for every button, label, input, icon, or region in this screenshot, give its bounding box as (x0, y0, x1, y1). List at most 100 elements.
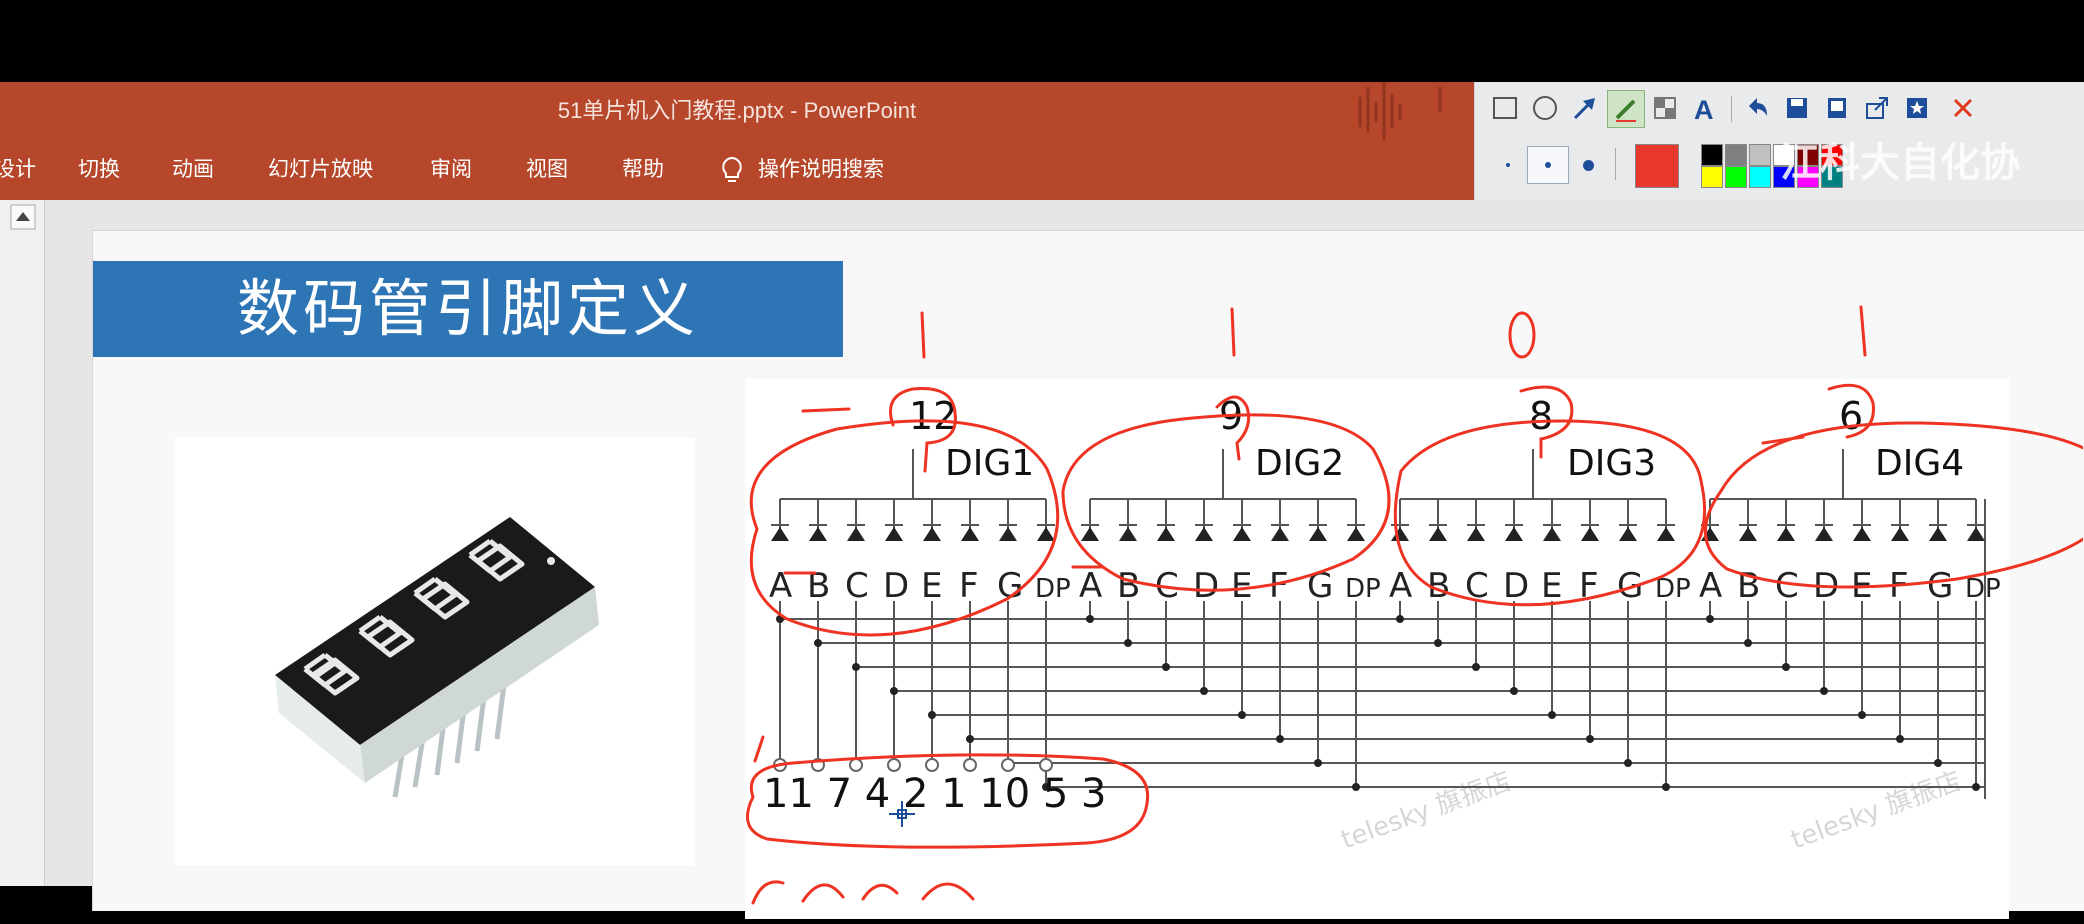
junction-dot (1434, 639, 1442, 647)
seven-segment-photo[interactable] (175, 437, 695, 865)
segment-label: F (959, 566, 979, 606)
rectangle-icon (1493, 97, 1517, 119)
tell-me-search[interactable]: 操作说明搜索 (718, 140, 884, 200)
color-swatch[interactable] (1773, 166, 1795, 188)
tab-transitions[interactable]: 切换 (78, 158, 120, 181)
toolbar-divider (1731, 96, 1732, 122)
color-swatch[interactable] (1797, 166, 1819, 188)
tab-slideshow[interactable]: 幻灯片放映 (268, 158, 373, 181)
segment-label: C (1775, 566, 1799, 606)
segment-label: B (807, 566, 830, 606)
brush-size-medium[interactable] (1527, 146, 1569, 184)
tab-review[interactable]: 审阅 (430, 158, 472, 181)
segment-label: A (769, 566, 792, 606)
diode-symbol (1815, 527, 1833, 541)
junction-dot (1896, 735, 1904, 743)
pen-tool[interactable] (1607, 90, 1645, 128)
diode-symbol (1853, 527, 1871, 541)
diode-symbol (923, 527, 941, 541)
junction-dot (1706, 615, 1714, 623)
dot-small-icon (1506, 163, 1510, 167)
window-title: 51单片机入门教程.pptx - PowerPoint (557, 98, 917, 123)
diode-symbol (1619, 527, 1637, 541)
color-swatch[interactable] (1821, 144, 1843, 166)
segment-label: G (997, 566, 1023, 606)
ellipse-tool[interactable] (1527, 90, 1563, 126)
annotation-toolbar: A (1474, 82, 2084, 200)
title-bar: 51单片机入门教程.pptx - PowerPoint (0, 82, 1474, 140)
undo-tool[interactable] (1739, 90, 1775, 126)
tab-help[interactable]: 帮助 (622, 158, 664, 181)
digit-label-4: DIG4 (1875, 443, 1964, 484)
diode-symbol (1233, 527, 1251, 541)
color-swatch[interactable] (1749, 166, 1771, 188)
digit-label-2: DIG2 (1255, 443, 1344, 484)
thumbnail-pane-scrollbar[interactable] (0, 200, 45, 886)
arrow-tool[interactable] (1567, 90, 1603, 126)
diode-symbol (1739, 527, 1757, 541)
segment-label: DP (1035, 574, 1071, 604)
brush-size-small[interactable] (1495, 152, 1521, 178)
color-swatch[interactable] (1821, 166, 1843, 188)
scroll-up-icon[interactable] (10, 204, 36, 230)
color-swatch[interactable] (1773, 144, 1795, 166)
junction-dot (1662, 783, 1670, 791)
lightbulb-icon (722, 157, 742, 183)
junction-dot (1200, 687, 1208, 695)
seven-segment-display-image (275, 517, 599, 798)
share-tool[interactable] (1859, 90, 1895, 126)
audio-visualizer-icon (1358, 82, 1442, 140)
diode-symbol (809, 527, 827, 541)
junction-dot (1472, 663, 1480, 671)
text-tool[interactable]: A (1687, 90, 1723, 126)
arrow-icon (1573, 98, 1595, 120)
diode-symbol (1505, 527, 1523, 541)
brush-size-large[interactable] (1575, 152, 1601, 178)
junction-dot (890, 687, 898, 695)
color-swatch[interactable] (1797, 144, 1819, 166)
rectangle-tool[interactable] (1487, 90, 1523, 126)
junction-dot (1858, 711, 1866, 719)
digit-label-1: DIG1 (945, 443, 1034, 484)
segment-label: C (845, 566, 869, 606)
diode-symbol (1037, 527, 1055, 541)
tab-design[interactable]: 设计 (0, 158, 36, 181)
pin-tool[interactable] (1819, 90, 1855, 126)
crosshair-cursor-icon (889, 801, 915, 827)
tab-animations[interactable]: 动画 (172, 158, 214, 181)
favorite-tool[interactable] (1899, 90, 1935, 126)
close-icon (1953, 98, 1973, 118)
color-swatch[interactable] (1701, 144, 1723, 166)
close-tool[interactable] (1945, 90, 1981, 126)
segment-label: DP (1965, 574, 2001, 604)
mosaic-tool[interactable] (1647, 90, 1683, 126)
slide-canvas[interactable]: 数码管引脚定义 (92, 230, 2084, 919)
junction-dot (966, 735, 974, 743)
segment-label: A (1699, 566, 1722, 606)
star-icon (1907, 98, 1927, 118)
color-swatch[interactable] (1725, 144, 1747, 166)
pin-icon (1828, 98, 1846, 118)
save-tool[interactable] (1779, 90, 1815, 126)
color-swatch[interactable] (1701, 166, 1723, 188)
tab-view[interactable]: 视图 (526, 158, 568, 181)
color-swatch[interactable] (1725, 166, 1747, 188)
mosaic-icon (1654, 97, 1676, 119)
junction-dot (814, 639, 822, 647)
slide-title[interactable]: 数码管引脚定义 (93, 261, 843, 357)
current-color-swatch[interactable] (1635, 144, 1679, 188)
junction-dot (1086, 615, 1094, 623)
junction-dot (1782, 663, 1790, 671)
segment-label: A (1389, 566, 1412, 606)
diode-symbol (1657, 527, 1675, 541)
pin-terminal (963, 758, 977, 772)
color-swatch[interactable] (1749, 144, 1771, 166)
toolbar-divider (1615, 148, 1616, 180)
digit-pin-3: 8 (1529, 394, 1553, 438)
diode-symbol (1195, 527, 1213, 541)
undo-icon (1749, 98, 1767, 116)
diode-symbol (1309, 527, 1327, 541)
segment-label: B (1427, 566, 1450, 606)
